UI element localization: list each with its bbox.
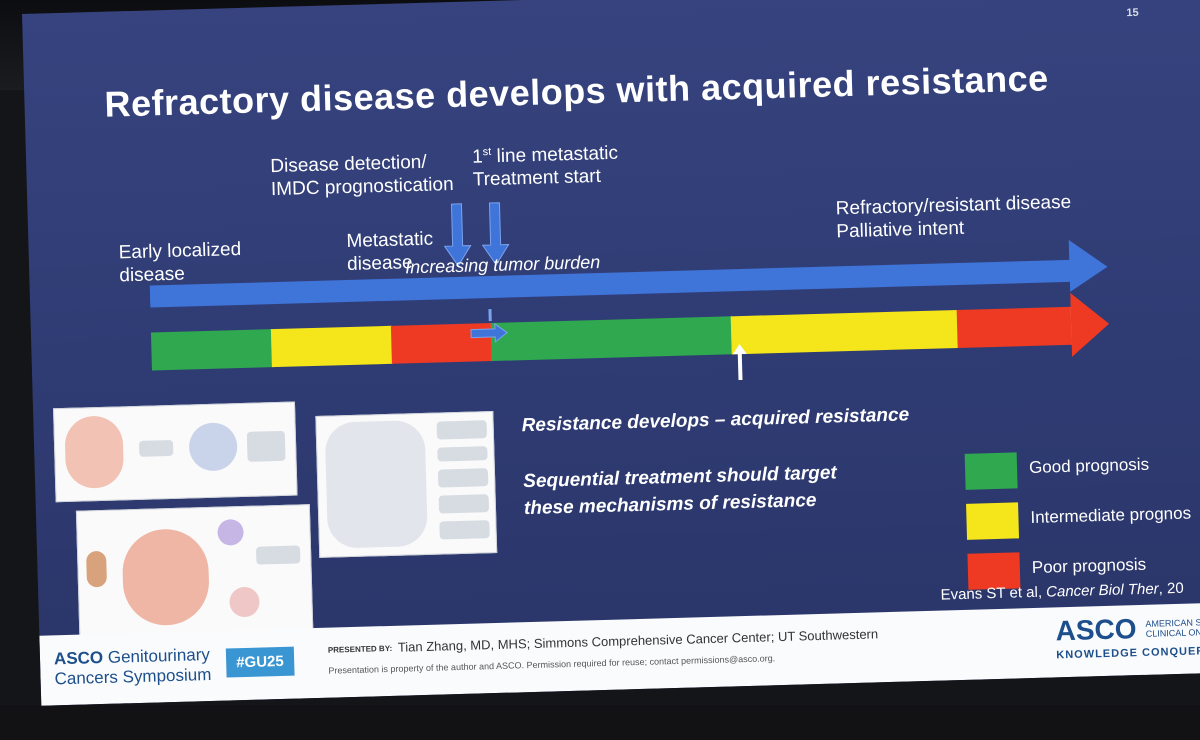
- first-line-label: 1st line metastatic Treatment start: [472, 137, 619, 191]
- detection-label-line2: IMDC prognostication: [270, 174, 454, 201]
- legend-item-intermediate: Intermediate prognos: [966, 502, 1191, 540]
- prognosis-bar: [150, 292, 1110, 371]
- slide-title: Refractory disease develops with acquire…: [103, 57, 1050, 125]
- asco-logo: ASCO: [1055, 613, 1137, 647]
- bar-arrowhead-icon: [1070, 292, 1110, 357]
- asco-society-name: AMERICAN SOCIETY CLINICAL ONCOLOG: [1145, 616, 1200, 639]
- presented-by-label: PRESENTED BY:: [327, 643, 393, 655]
- treatment-down-arrow-icon: [481, 202, 510, 266]
- slide-number: 15: [1126, 6, 1139, 20]
- prognosis-segment-good: [150, 329, 273, 371]
- treatment-marker-icon: [470, 309, 508, 343]
- timeline-arrow-icon: [149, 239, 1108, 308]
- legend-swatch-good: [964, 452, 1018, 490]
- legend-item-good: Good prognosis: [964, 452, 1149, 490]
- permission-disclaimer: Presentation is property of the author a…: [328, 653, 776, 676]
- prognosis-segment-intermediate: [270, 325, 393, 368]
- sequential-statement: Sequential treatment should target these…: [522, 462, 837, 520]
- hashtag-badge: #GU25: [225, 646, 295, 678]
- down-arrows: [443, 202, 510, 267]
- presentation-slide: 15 Refractory disease develops with acqu…: [22, 0, 1200, 706]
- presenter-name: Tian Zhang, MD, MHS; Simmons Comprehensi…: [397, 626, 879, 655]
- meeting-name: ASCO Genitourinary Cancers Symposium: [53, 645, 212, 689]
- room-floor: [0, 705, 1200, 740]
- detection-down-arrow-icon: [443, 203, 472, 267]
- resistance-up-arrow-icon: [732, 344, 747, 381]
- prognosis-segment-poor: [956, 306, 1073, 349]
- first-line-label-line1: 1st line metastatic: [471, 142, 619, 168]
- detection-label: Disease detection/ IMDC prognostication: [270, 150, 454, 201]
- legend-swatch-intermediate: [966, 502, 1020, 540]
- mhc-resistance-figure: [315, 410, 498, 558]
- prognosis-segment-good: [490, 316, 733, 362]
- first-line-label-line2: Treatment start: [472, 166, 602, 191]
- immune-pathway-figure: [53, 401, 298, 503]
- prognosis-segment-intermediate: [730, 309, 959, 355]
- resistance-statement: Resistance develops – acquired resistanc…: [521, 404, 910, 437]
